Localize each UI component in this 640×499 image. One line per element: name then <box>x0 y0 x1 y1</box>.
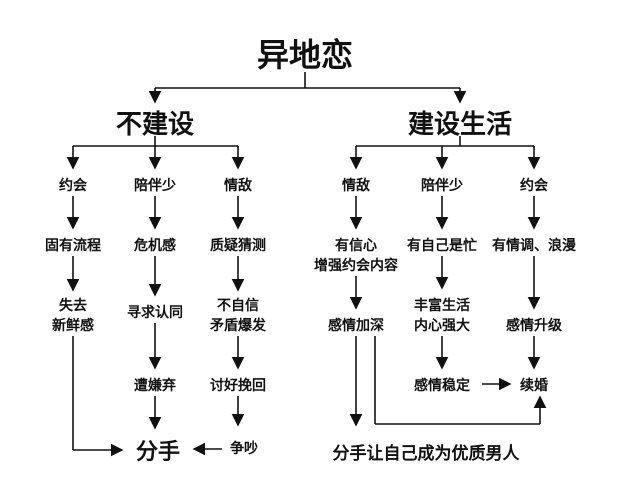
node-left-date: 约会 <box>59 178 87 194</box>
branch-heading-no-build: 不建设 <box>115 110 195 140</box>
diagram-title: 异地恋 <box>256 36 354 74</box>
outcome-breakup: 分手 <box>135 440 181 465</box>
node-disliked: 遭嫌弃 <box>134 378 176 394</box>
node-insecure-conflict: 不自信 矛盾爆发 <box>210 298 266 334</box>
node-rich-life-strong-heart: 丰富生活 内心强大 <box>414 298 470 334</box>
node-romance: 有情调、浪漫 <box>492 238 576 254</box>
node-confidence-enhance-dates: 有信心 增强约会内容 <box>314 238 398 274</box>
node-left-little-company: 陪伴少 <box>134 178 176 194</box>
node-fixed-routine: 固有流程 <box>45 238 101 254</box>
branch-heading-build-life: 建设生活 <box>407 110 513 140</box>
node-suspicion: 质疑猜测 <box>210 238 266 254</box>
node-lose-freshness: 失去 新鲜感 <box>52 298 94 334</box>
node-seek-approval: 寻求认同 <box>127 305 183 321</box>
node-busy-self: 有自己是忙 <box>407 238 477 254</box>
node-right-little-company: 陪伴少 <box>421 178 463 194</box>
node-sense-of-crisis: 危机感 <box>134 238 176 254</box>
node-deepen-feelings: 感情加深 <box>328 318 384 334</box>
node-please-win-back: 讨好挽回 <box>210 378 266 394</box>
node-upgrade-feelings: 感情升级 <box>506 318 562 334</box>
node-marriage: 续婚 <box>520 378 548 394</box>
outcome-become-better-man: 分手让自己成为优质男人 <box>332 444 520 464</box>
node-right-date: 约会 <box>520 178 548 194</box>
node-quarrel: 争吵 <box>230 441 258 457</box>
node-right-rival: 情敌 <box>342 178 370 194</box>
node-stable-feelings: 感情稳定 <box>414 378 470 394</box>
node-left-rival: 情敌 <box>224 178 252 194</box>
